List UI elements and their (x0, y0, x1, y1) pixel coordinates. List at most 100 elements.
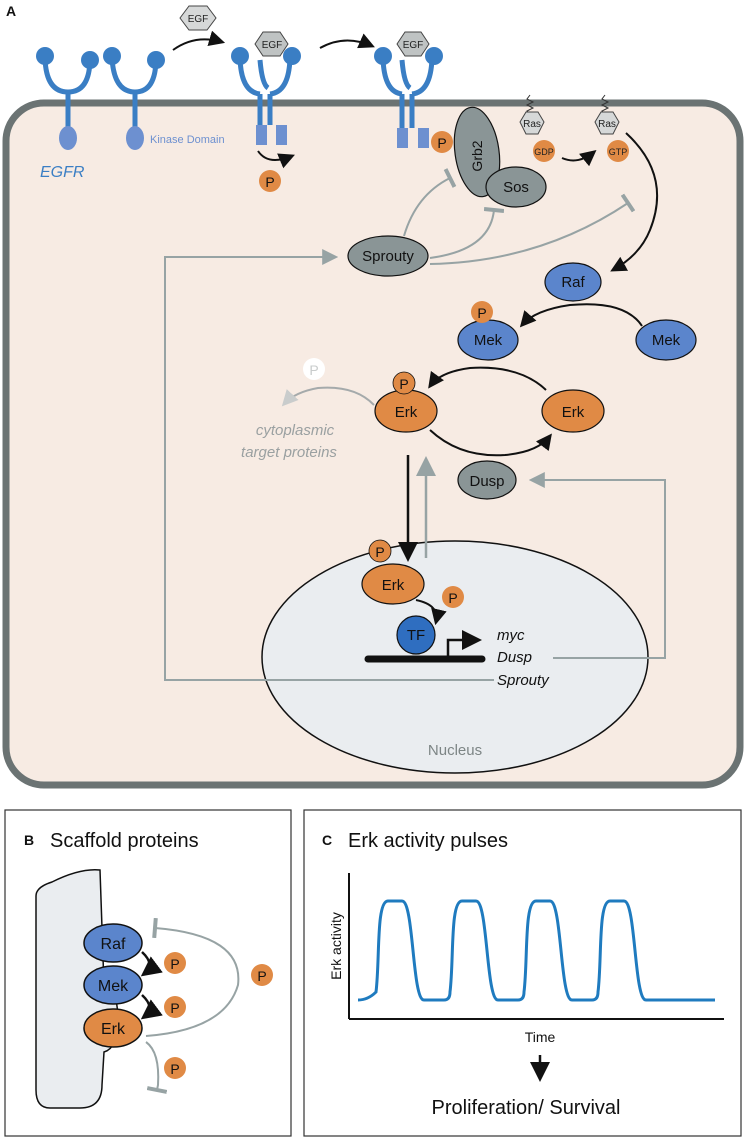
cytoplasmic-targets-label-2: target proteins (241, 444, 337, 461)
erk-to-tf-arrow (415, 599, 447, 626)
svg-text:P: P (309, 362, 318, 378)
kinase-domain (126, 126, 144, 150)
y-axis-label: Erk activity (328, 912, 344, 980)
phosphate (392, 371, 416, 395)
phosphate (431, 131, 453, 153)
svg-text:Mek: Mek (474, 332, 503, 349)
scaffold-erk (83, 1008, 143, 1048)
svg-text:P: P (170, 1000, 179, 1016)
egfr-dimer-2-heads (374, 47, 443, 65)
kinase-domain-label: Kinase Domain (150, 134, 225, 146)
panel-b-label: B (24, 832, 34, 848)
svg-text:Ras: Ras (598, 119, 616, 130)
phosphorylation-arrow (257, 150, 295, 169)
svg-text:Erk: Erk (382, 577, 405, 594)
erk-dephosphorylation-arrow (429, 429, 552, 457)
transcription-start-arrow (446, 630, 482, 656)
sprouty-feedback-line (164, 249, 494, 681)
svg-text:P: P (477, 305, 486, 321)
sprouty-inhibits-sos (429, 207, 505, 259)
phosphate (259, 170, 281, 192)
svg-text:GDP: GDP (534, 147, 554, 157)
cytoplasmic-targets-label: cytoplasmic (256, 422, 335, 439)
chart-axes (348, 873, 724, 1020)
erk-feedback-inhibits-raf (145, 917, 240, 1037)
erk-pulse-series (357, 899, 715, 1002)
kinase-domain (59, 126, 77, 150)
erk-activity-line (357, 899, 715, 1002)
egfr-receptor-unbound (42, 57, 159, 130)
nuclear-erk-protein (361, 563, 425, 605)
lipid-anchor (525, 94, 535, 115)
panel-c-label: C (322, 832, 332, 848)
svg-text:P: P (399, 376, 408, 392)
svg-text:P: P (375, 544, 384, 560)
svg-text:Ras: Ras (523, 119, 541, 130)
x-axis-label: Time (525, 1029, 556, 1045)
ras-activation-arrow (561, 149, 597, 167)
sprouty-protein (347, 235, 429, 277)
svg-text:P: P (265, 174, 274, 190)
svg-text:P: P (257, 968, 266, 984)
svg-text:P: P (170, 1061, 179, 1077)
grb2-label: Grb2 (469, 140, 485, 171)
svg-text:EGF: EGF (188, 14, 209, 25)
panel-c-frame (303, 809, 742, 1137)
egf-bound (396, 31, 430, 57)
gdp-badge (533, 140, 555, 162)
tf-label: TF (407, 627, 425, 644)
kinase-domain (276, 125, 287, 145)
svg-text:GTP: GTP (609, 147, 628, 157)
mek-label: Mek (652, 332, 681, 349)
panel-b-title: Scaffold proteins (50, 830, 199, 852)
phosphate (251, 964, 273, 986)
gene-myc: myc (497, 627, 525, 644)
svg-text:Erk: Erk (101, 1021, 126, 1038)
kinase-domain (418, 128, 429, 148)
scaffold-raf (83, 923, 143, 963)
raf-to-mek-arrow-b (140, 951, 163, 977)
gene-sprouty: Sprouty (497, 672, 550, 689)
dusp-feedback-line (528, 472, 666, 659)
svg-text:Mek: Mek (98, 978, 129, 995)
phosphate (164, 996, 186, 1018)
phosphate (471, 301, 493, 323)
phosphate (368, 539, 392, 563)
sprouty-inhibits-ras (429, 193, 636, 265)
erk-feedback-self (145, 1041, 168, 1094)
panel-a-label: A (6, 3, 16, 19)
erk-phosphorylation-arrow (428, 366, 547, 391)
phosphate (164, 952, 186, 974)
nucleus-label: Nucleus (428, 742, 482, 759)
dusp-label: Dusp (469, 473, 504, 490)
egf-ligand (179, 5, 217, 31)
mek-to-erk-arrow-b (140, 994, 163, 1020)
binding-arrow (172, 30, 226, 51)
egfr-dimer-1-heads (231, 47, 301, 65)
svg-text:Raf: Raf (101, 936, 126, 953)
sos-label: Sos (503, 179, 529, 196)
gtp-badge (607, 140, 629, 162)
phosphate (164, 1057, 186, 1079)
tf-protein (396, 615, 436, 655)
lipid-anchor (600, 94, 610, 115)
raf-to-mek-arrow (519, 303, 643, 328)
mek-protein (635, 319, 697, 361)
phosphate (442, 586, 464, 608)
kinase-domain (397, 128, 408, 148)
gene-dusp: Dusp (497, 649, 532, 666)
raf-protein (544, 262, 602, 302)
svg-text:P: P (448, 590, 457, 606)
sprouty-label: Sprouty (362, 248, 414, 265)
raf-label: Raf (561, 274, 585, 291)
egfr-label: EGFR (40, 164, 85, 181)
erk-protein (541, 389, 605, 433)
dusp-protein (457, 460, 517, 500)
svg-text:Erk: Erk (395, 404, 418, 421)
phosphate-faded (303, 358, 325, 380)
erk-to-targets-arrow (281, 386, 375, 407)
sprouty-inhibits-grb2 (403, 168, 457, 237)
svg-text:EGF: EGF (262, 40, 283, 51)
svg-text:Erk: Erk (562, 404, 585, 421)
ras-gtp (594, 111, 620, 135)
